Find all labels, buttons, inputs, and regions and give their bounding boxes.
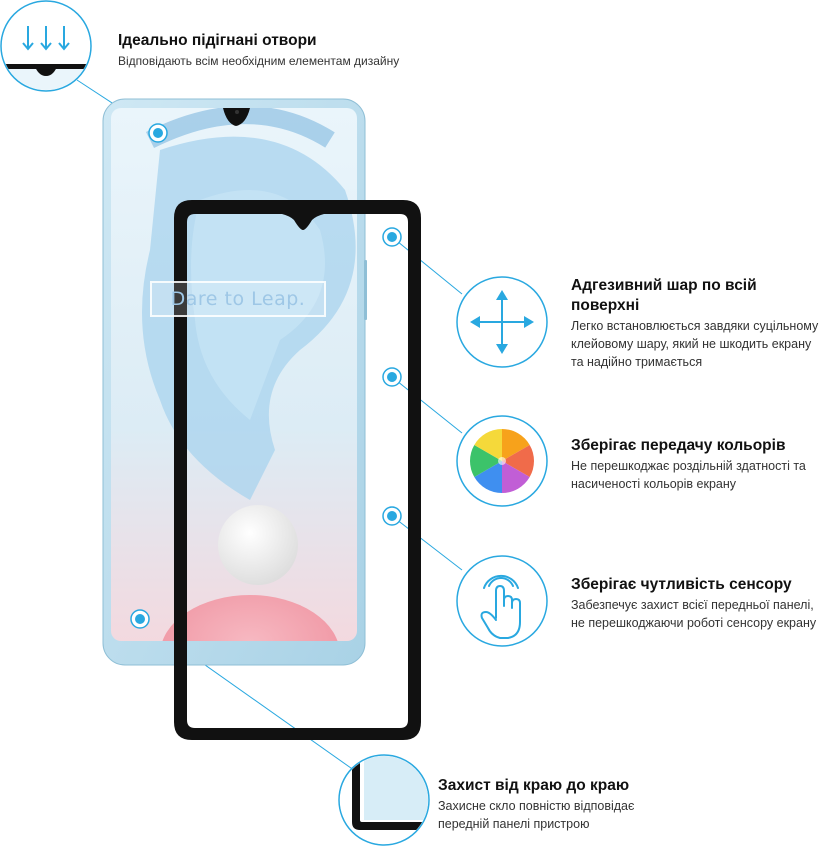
feature-color-transfer: Зберігає передачу кольорів Не перешкоджа… <box>571 436 833 493</box>
feature-title: Зберігає передачу кольорів <box>571 437 786 454</box>
edge-corner-icon <box>338 754 430 846</box>
touch-hand-icon <box>456 555 548 647</box>
feature-desc: Легко встановлюється завдяки суцільному … <box>571 319 819 369</box>
feature-title: Зберігає чутливість сенсору <box>571 576 792 593</box>
feature-adhesive-layer: Адгезивний шар по всій поверхні Легко вс… <box>571 276 835 371</box>
notch-cutout-icon <box>0 0 92 92</box>
color-wheel-icon <box>456 415 548 507</box>
feature-title: Ідеально підігнані отвори <box>118 32 317 49</box>
screen-slogan: Dare to Leap. <box>150 281 326 317</box>
feature-title: Захист від краю до краю <box>438 777 630 794</box>
feature-desc: Відповідають всім необхідним елементам д… <box>118 54 400 68</box>
feature-dots <box>130 123 402 629</box>
phone-device <box>102 98 367 666</box>
feature-edge-to-edge: Захист від краю до краю Захисне скло пов… <box>438 776 698 833</box>
feature-title: Адгезивний шар по всій поверхні <box>571 277 757 314</box>
feature-desc: Не перешкоджає роздільній здатності та н… <box>571 459 806 491</box>
feature-perfect-cutouts: Ідеально підігнані отвори Відповідають в… <box>118 31 448 70</box>
feature-touch-sensitivity: Зберігає чутливість сенсору Забезпечує з… <box>571 575 835 632</box>
move-arrows-icon <box>456 276 548 368</box>
feature-desc: Захисне скло повністю відповідає передні… <box>438 799 635 831</box>
feature-desc: Забезпечує захист всієї передньої панелі… <box>571 598 817 630</box>
